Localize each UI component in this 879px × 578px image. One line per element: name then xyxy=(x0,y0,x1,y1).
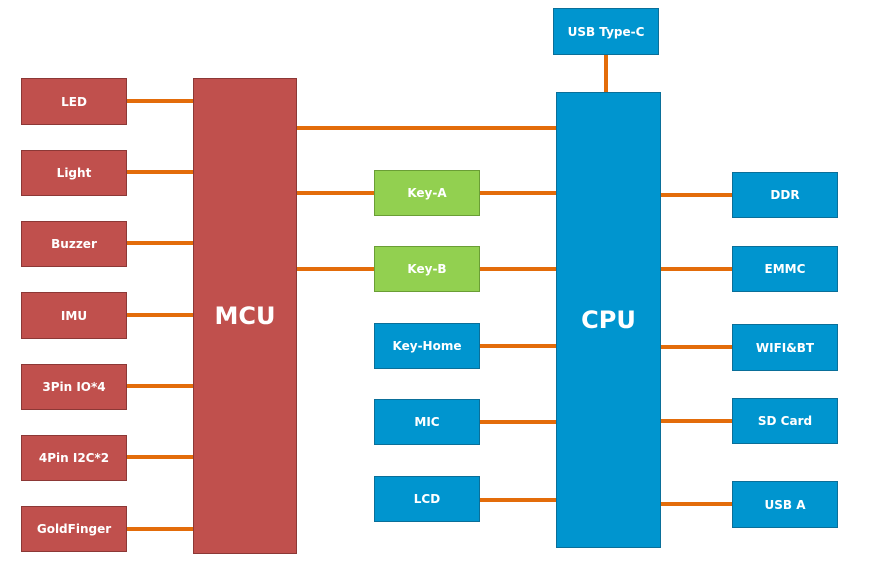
emmc-block: EMMC xyxy=(732,246,838,292)
cpu-block: CPU xyxy=(556,92,661,548)
sd-card-block: SD Card xyxy=(732,398,838,444)
light-block: Light xyxy=(21,150,127,196)
4pin-i2c-block: 4Pin I2C*2 xyxy=(21,435,127,481)
key-a-block: Key-A xyxy=(374,170,480,216)
mic-block: MIC xyxy=(374,399,480,445)
key-home-block: Key-Home xyxy=(374,323,480,369)
buzzer-block: Buzzer xyxy=(21,221,127,267)
3pin-io-block: 3Pin IO*4 xyxy=(21,364,127,410)
key-b-block: Key-B xyxy=(374,246,480,292)
mcu-block: MCU xyxy=(193,78,297,554)
imu-block: IMU xyxy=(21,292,127,339)
goldfinger-block: GoldFinger xyxy=(21,506,127,552)
lcd-block: LCD xyxy=(374,476,480,522)
wifi-bt-block: WIFI&BT xyxy=(732,324,838,371)
led-block: LED xyxy=(21,78,127,125)
usb-a-block: USB A xyxy=(732,481,838,528)
ddr-block: DDR xyxy=(732,172,838,218)
usb-type-c-block: USB Type-C xyxy=(553,8,659,55)
